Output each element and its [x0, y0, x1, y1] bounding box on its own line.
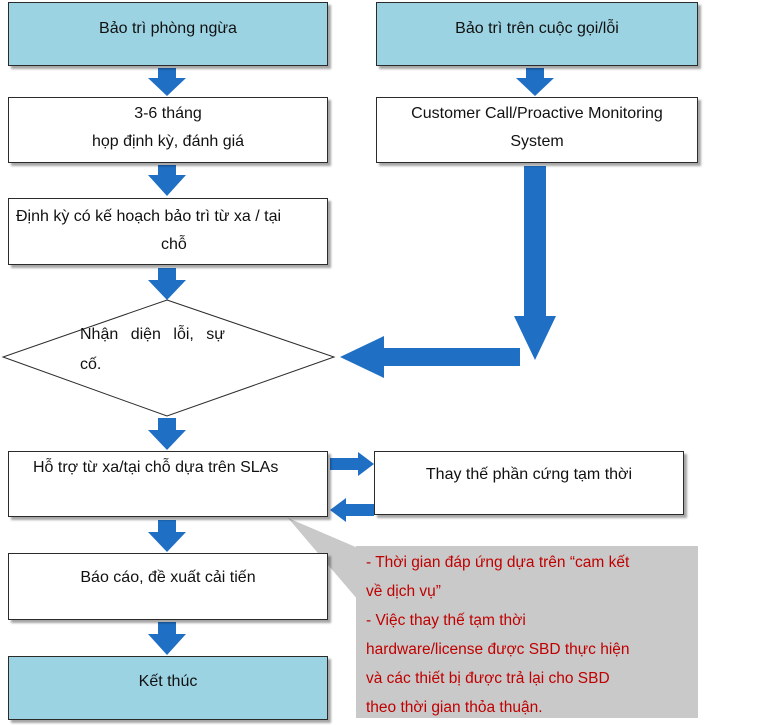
customer-call-line-2: System [510, 133, 564, 150]
box-report: Báo cáo, đề xuất cải tiến [8, 553, 328, 620]
box-preventive-maintenance: Bảo trì phòng ngừa [8, 2, 328, 66]
arrow-left-to-diamond [340, 336, 520, 378]
support-label: Hỗ trợ từ xa/tại chỗ dựa trên SLAs [33, 459, 279, 476]
arrow-down-6 [148, 622, 186, 655]
arrow-down-2 [148, 165, 186, 196]
decision-label: Nhận diện lỗi, sự cố. [80, 320, 280, 380]
callout-line-5: và các thiết bị được trả lại cho SBD [366, 670, 610, 687]
box-on-call-label: Bảo trì trên cuộc gọi/lỗi [455, 20, 619, 37]
end-label: Kết thúc [138, 673, 198, 690]
arrow-down-5 [148, 520, 186, 552]
callout-background [356, 546, 698, 718]
callout-line-6: theo thời gian thỏa thuận. [366, 699, 543, 716]
callout-line-1: - Thời gian đáp ứng dựa trên “cam kết [366, 554, 630, 571]
callout-line-3: - Việc thay thế tạm thời [366, 612, 526, 629]
box-periodic-meeting: 3-6 tháng họp định kỳ, đánh giá [8, 97, 328, 163]
box-preventive-label: Bảo trì phòng ngừa [99, 20, 237, 37]
planned-line-2: chỗ [161, 236, 187, 253]
report-label: Báo cáo, đề xuất cải tiến [80, 569, 256, 586]
box-hardware-replacement: Thay thế phần cứng tạm thời [374, 451, 684, 515]
planned-line-1: Định kỳ có kế hoạch bảo trì từ xa / tại [16, 208, 282, 225]
arrow-down-right-2 [514, 166, 556, 360]
box-remote-support: Hỗ trợ từ xa/tại chỗ dựa trên SLAs [8, 451, 328, 517]
customer-call-line-1: Customer Call/Proactive Monitoring [411, 105, 663, 122]
arrow-down-right-1 [516, 68, 554, 96]
box-end: Kết thúc [8, 656, 328, 720]
callout-note: - Thời gian đáp ứng dựa trên “cam kết về… [358, 548, 698, 722]
arrow-down-4 [148, 418, 186, 450]
periodic-line-1: 3-6 tháng [134, 105, 202, 122]
arrow-down-1 [148, 68, 186, 96]
decision-line-2: cố. [80, 356, 102, 373]
decision-diamond [1, 299, 336, 417]
box-planned-maintenance: Định kỳ có kế hoạch bảo trì từ xa / tại … [8, 198, 328, 265]
decision-line-1: Nhận diện lỗi, sự [80, 326, 225, 343]
arrow-down-3 [148, 268, 186, 300]
box-on-call-maintenance: Bảo trì trên cuộc gọi/lỗi [376, 2, 698, 66]
callout-line-4: hardware/license được SBD thực hiện [366, 641, 630, 658]
box-customer-call: Customer Call/Proactive Monitoring Syste… [376, 97, 698, 163]
periodic-line-2: họp định kỳ, đánh giá [91, 133, 245, 150]
replace-label: Thay thế phần cứng tạm thời [425, 466, 633, 483]
callout-line-2: về dịch vụ” [366, 583, 441, 600]
arrow-right-to-replace [330, 452, 374, 476]
arrow-left-from-replace [330, 498, 374, 522]
